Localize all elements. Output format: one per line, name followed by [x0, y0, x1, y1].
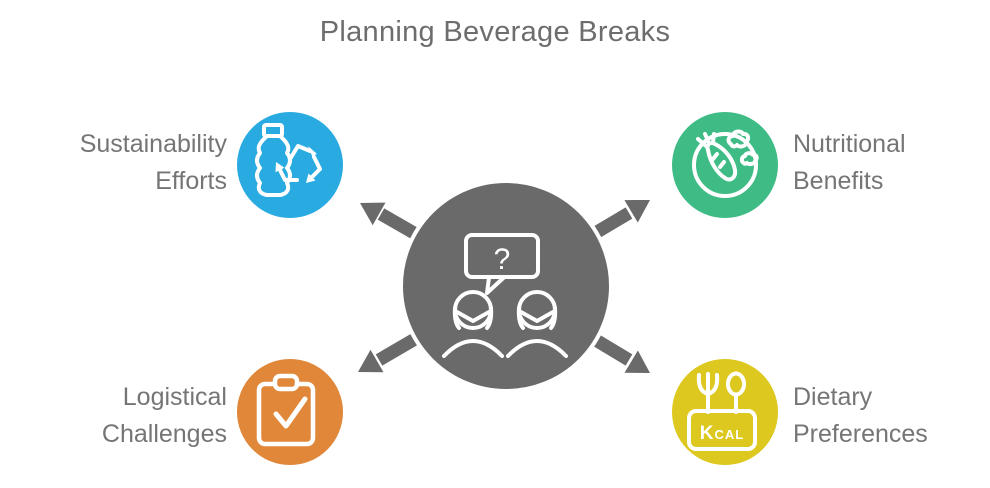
label-nutritional-benefits: Nutritional Benefits [793, 130, 906, 195]
label-logistical-challenges: Logistical Challenges [101, 383, 227, 448]
dietary-node-circle: Kcal [672, 359, 778, 465]
label-dietary-preferences: Dietary Preferences [793, 383, 928, 448]
arrowhead-up-right-icon [624, 200, 650, 223]
discussion-question-icon: ? [442, 233, 568, 358]
logistical-node-circle [237, 359, 343, 465]
healthy-plate-icon [692, 129, 759, 198]
arrowhead-up-left-icon [360, 202, 386, 226]
nutritional-node-circle [672, 112, 778, 218]
clipboard-check-icon [256, 373, 316, 447]
center-circle [399, 179, 613, 393]
question-mark-glyph: ? [494, 243, 511, 276]
kcal-sign-icon: Kcal [687, 371, 757, 451]
page-title: Planning Beverage Breaks [319, 16, 671, 48]
sustainability-node-circle [237, 112, 343, 218]
arrowhead-down-left-icon [358, 349, 384, 373]
center-hub-diagram: ? [358, 179, 650, 393]
recycling-bottle-icon [255, 123, 322, 197]
kcal-label: Kcal [700, 423, 744, 444]
label-sustainability-efforts: Sustainability Efforts [79, 130, 227, 195]
arrowhead-down-right-icon [624, 350, 650, 373]
